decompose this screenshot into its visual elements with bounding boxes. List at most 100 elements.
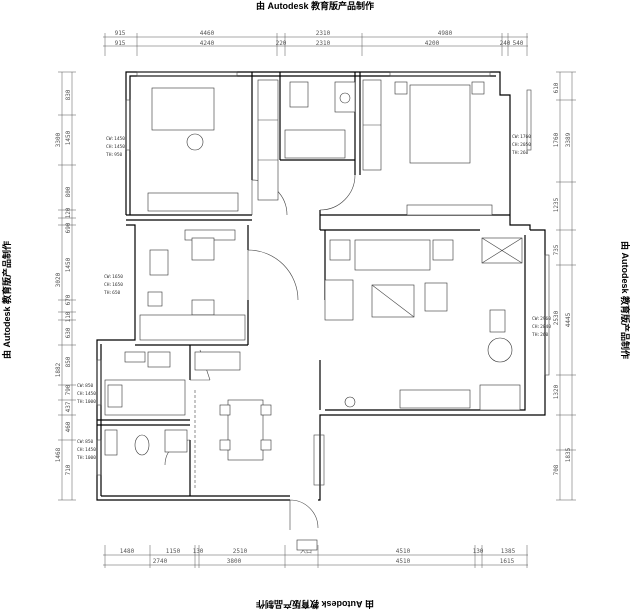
dim-vertical: 1450	[65, 257, 72, 272]
dim-bottom-outer: 3800	[227, 558, 242, 565]
dim-vertical: 850	[65, 356, 72, 367]
dining-chair	[260, 439, 272, 451]
room-label: CW:1450	[106, 136, 125, 142]
room-label: CH:2040	[532, 324, 551, 330]
bed-master	[409, 84, 471, 164]
room-label: TH:950	[106, 152, 123, 158]
toilet	[289, 81, 309, 108]
dim-bottom-inner: 1385	[501, 548, 516, 555]
dim-top-inner: 220	[276, 40, 287, 47]
dim-vertical: 690	[65, 222, 72, 233]
dim-bottom-inner: 4510	[396, 548, 411, 555]
dim-vertical: 800	[65, 186, 72, 197]
dim-bottom-inner: 1480	[120, 548, 135, 555]
room-label: CH:1650	[104, 282, 123, 288]
dim-vertical: 670	[65, 294, 72, 305]
sink	[107, 384, 123, 408]
dining-chair	[219, 404, 231, 416]
windows	[96, 71, 550, 486]
dim-bottom-outer: 2740	[153, 558, 168, 565]
watermark-right: 由 Autodesk 教育版产品制作	[620, 241, 630, 359]
room-label: CH:1450	[106, 144, 125, 150]
dim-vertical: 830	[65, 89, 72, 100]
room-label: CW:1650	[104, 274, 123, 280]
armchair	[424, 282, 448, 312]
side-table	[147, 291, 163, 307]
side-table	[489, 309, 506, 333]
dimension-ticks	[58, 33, 576, 568]
dim-top-inner: 240	[500, 40, 511, 47]
dim-vertical: 1450	[65, 130, 72, 145]
stove	[147, 351, 171, 368]
doors	[164, 174, 356, 530]
dim-top-inner: 915	[115, 40, 126, 47]
dim-vertical: 735	[553, 244, 560, 255]
dim-vertical: 3020	[55, 272, 62, 287]
dim-vertical: 120	[65, 207, 72, 218]
round-table	[487, 337, 513, 363]
dining-table	[227, 399, 264, 461]
dimension-lines	[61, 36, 573, 566]
bed-bedroom1	[151, 87, 215, 131]
watermark-top: 由 Autodesk 教育版产品制作	[256, 0, 374, 11]
dim-vertical: 710	[65, 464, 72, 475]
chair	[191, 299, 215, 316]
dim-bottom-entrance: 入口	[300, 548, 312, 555]
watermark-bottom: 由 Autodesk 教育版产品制作	[256, 599, 374, 610]
dim-bottom-inner: 1150	[166, 548, 181, 555]
room-label: TH:1000	[77, 399, 96, 405]
chair	[186, 133, 204, 151]
shower	[104, 429, 118, 456]
toilet	[134, 434, 150, 456]
washbasin	[479, 384, 521, 411]
nightstand	[394, 81, 408, 95]
room-label: TH:650	[104, 290, 121, 296]
washbasin	[334, 81, 356, 113]
dim-vertical: 1760	[553, 132, 560, 147]
dim-vertical: 1835	[565, 447, 572, 462]
tv-cabinet	[406, 204, 493, 216]
range-hood	[124, 351, 146, 363]
room-label: CH:2050	[512, 142, 531, 148]
dim-vertical: 437	[65, 401, 72, 412]
dim-top-outer: 2310	[316, 30, 331, 37]
cabinet	[139, 314, 246, 341]
dim-vertical: 1235	[553, 197, 560, 212]
dim-vertical: 610	[553, 82, 560, 93]
room-labels: CW:1450 CH:1450 TH:950 CW:1650 CH:1650 T…	[77, 134, 551, 461]
room-label: CW:2960	[532, 316, 551, 322]
side-table	[432, 239, 454, 261]
dim-bottom-outer: 1615	[500, 558, 515, 565]
shower	[284, 129, 346, 159]
dim-top-outer: 4460	[200, 30, 215, 37]
dim-bottom-inner: 130	[193, 548, 204, 555]
nightstand	[471, 81, 485, 95]
dim-vertical: 2530	[553, 310, 560, 325]
dim-vertical: 1882	[55, 362, 62, 377]
room-label: CH:1450	[77, 447, 96, 453]
dim-top-inner: 4200	[425, 40, 440, 47]
dim-vertical: 1320	[553, 384, 560, 399]
dim-vertical: 3389	[565, 132, 572, 147]
dim-top-inner: 2310	[316, 40, 331, 47]
dining-chair	[260, 404, 272, 416]
dim-top-outer: 915	[115, 30, 126, 37]
cabinet	[399, 389, 471, 409]
dim-vertical: 1468	[55, 447, 62, 462]
room-label: CW:850	[77, 439, 94, 445]
dim-vertical: 110	[65, 311, 72, 322]
cabinet	[194, 351, 241, 371]
dim-vertical: 708	[553, 464, 560, 475]
rug	[324, 279, 354, 321]
dim-top-inner: 540	[513, 40, 524, 47]
dim-bottom-outer: 4510	[396, 558, 411, 565]
furniture	[104, 79, 523, 551]
washbasin	[164, 429, 188, 453]
room-label: TH:1000	[77, 455, 96, 461]
desk	[191, 237, 215, 261]
dim-vertical: 3300	[55, 132, 62, 147]
side-table	[329, 239, 351, 261]
room-label: CH:1450	[77, 391, 96, 397]
dim-bottom-inner: 130	[473, 548, 484, 555]
